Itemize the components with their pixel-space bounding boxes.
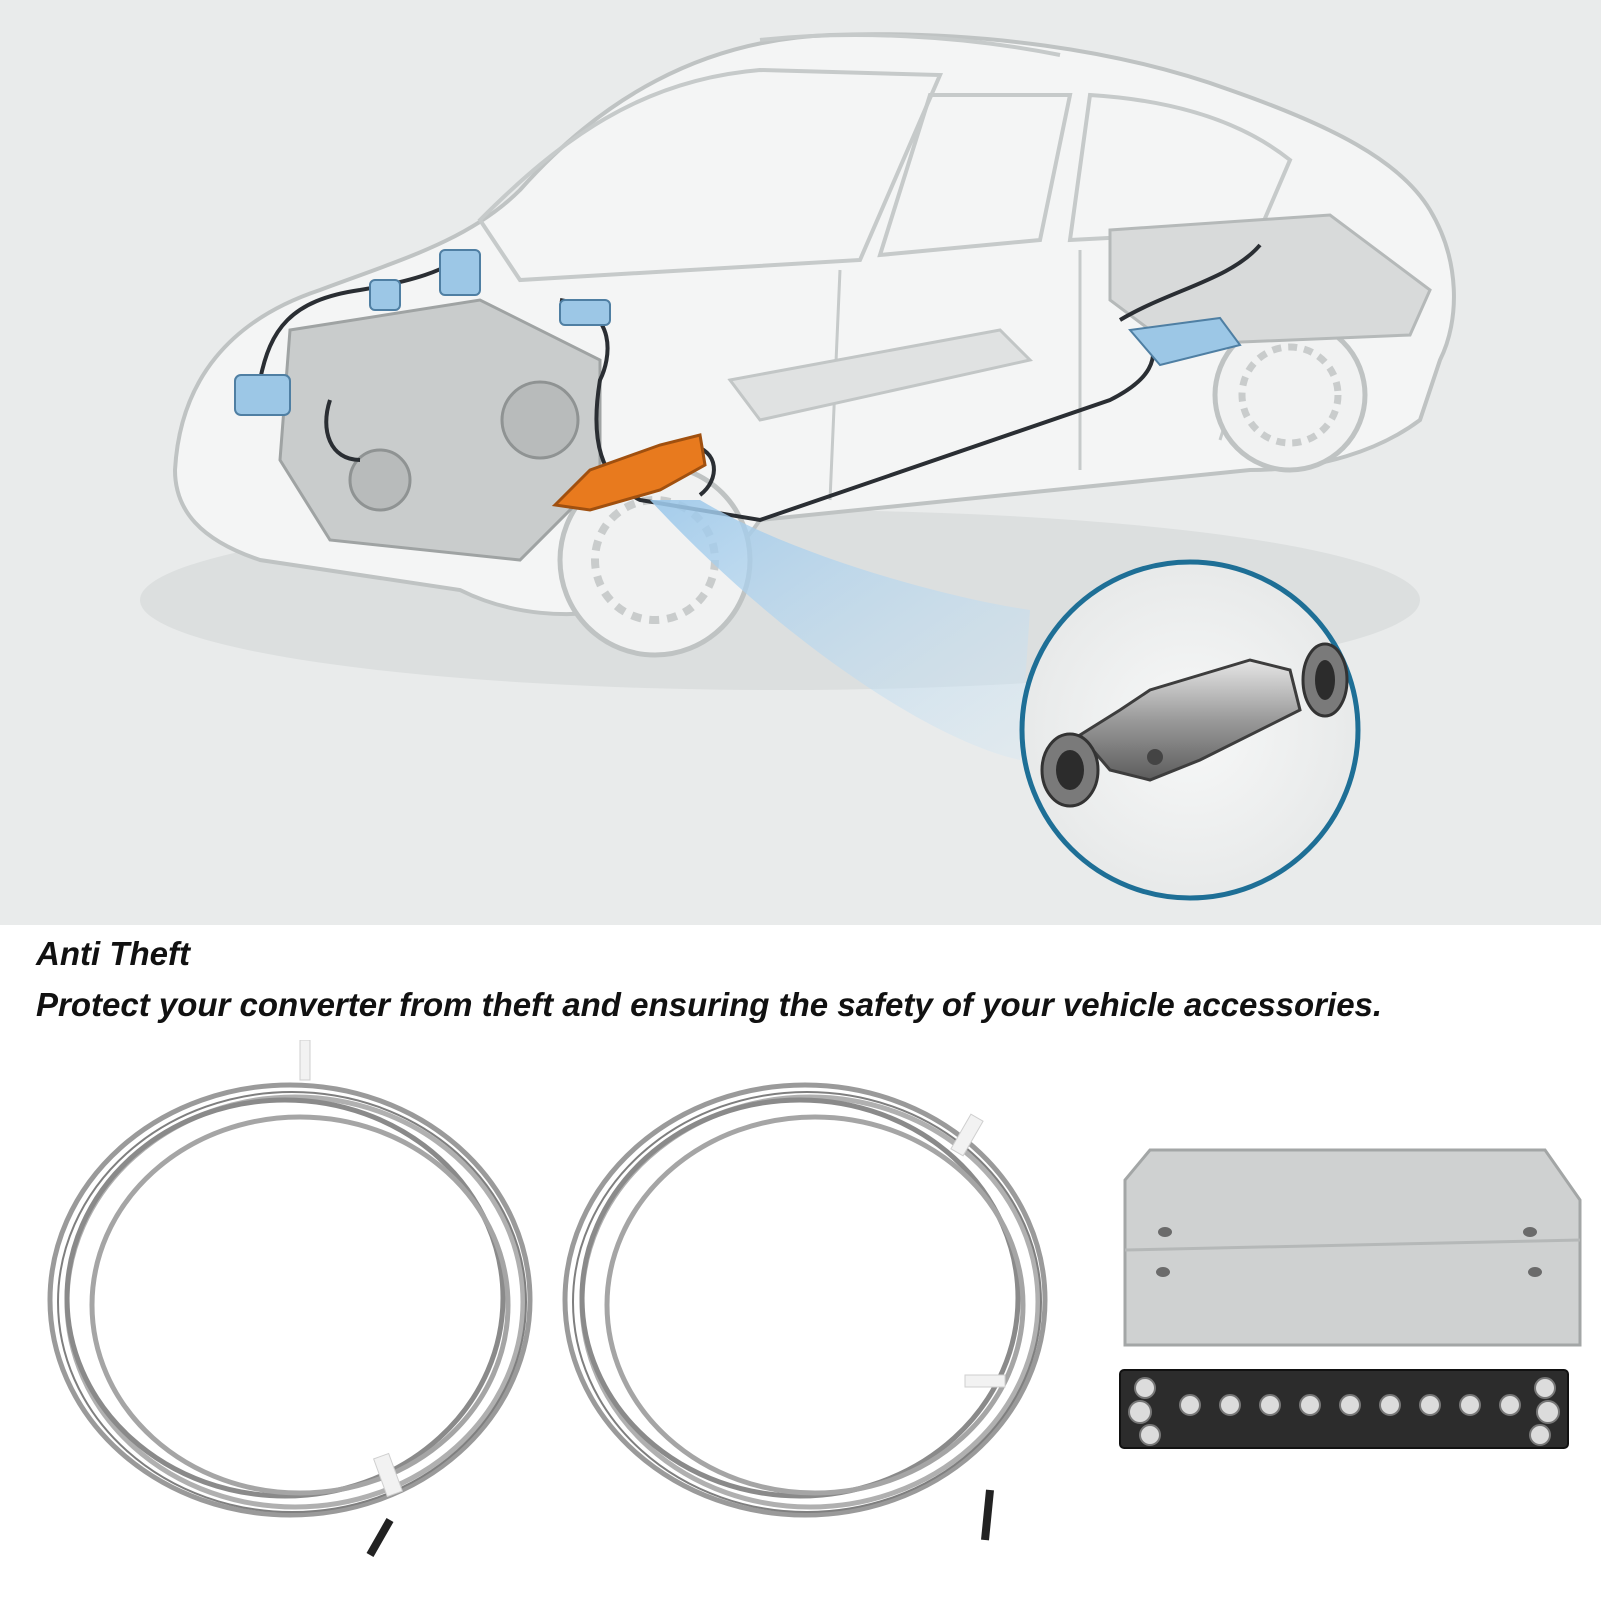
exhaust-pipe [727,328,1033,422]
caption-block: Anti Theft Protect your converter from t… [36,932,1576,1034]
car-illustration-panel [0,0,1601,925]
catalytic-converter-highlight [551,433,707,512]
steel-cable-coil-left [47,1040,533,1557]
catalytic-converter-icon [1040,642,1349,808]
terminal-bar [1119,1369,1569,1449]
caption-title: Anti Theft [36,935,190,972]
converter-callout [1019,559,1361,901]
product-parts [0,1040,1601,1601]
fuel-tank [1108,213,1432,347]
car-windows [477,33,1293,283]
callout-beam [650,500,1030,760]
caption-description: Protect your converter from theft and en… [36,986,1383,1023]
parts-illustration [47,1040,1582,1557]
engine-block [278,298,602,562]
steel-cable-coil-middle [562,1082,1048,1541]
shield-plate [1123,1148,1582,1347]
car-cutaway-illustration [140,32,1456,901]
oxygen-sensors [234,249,1242,416]
